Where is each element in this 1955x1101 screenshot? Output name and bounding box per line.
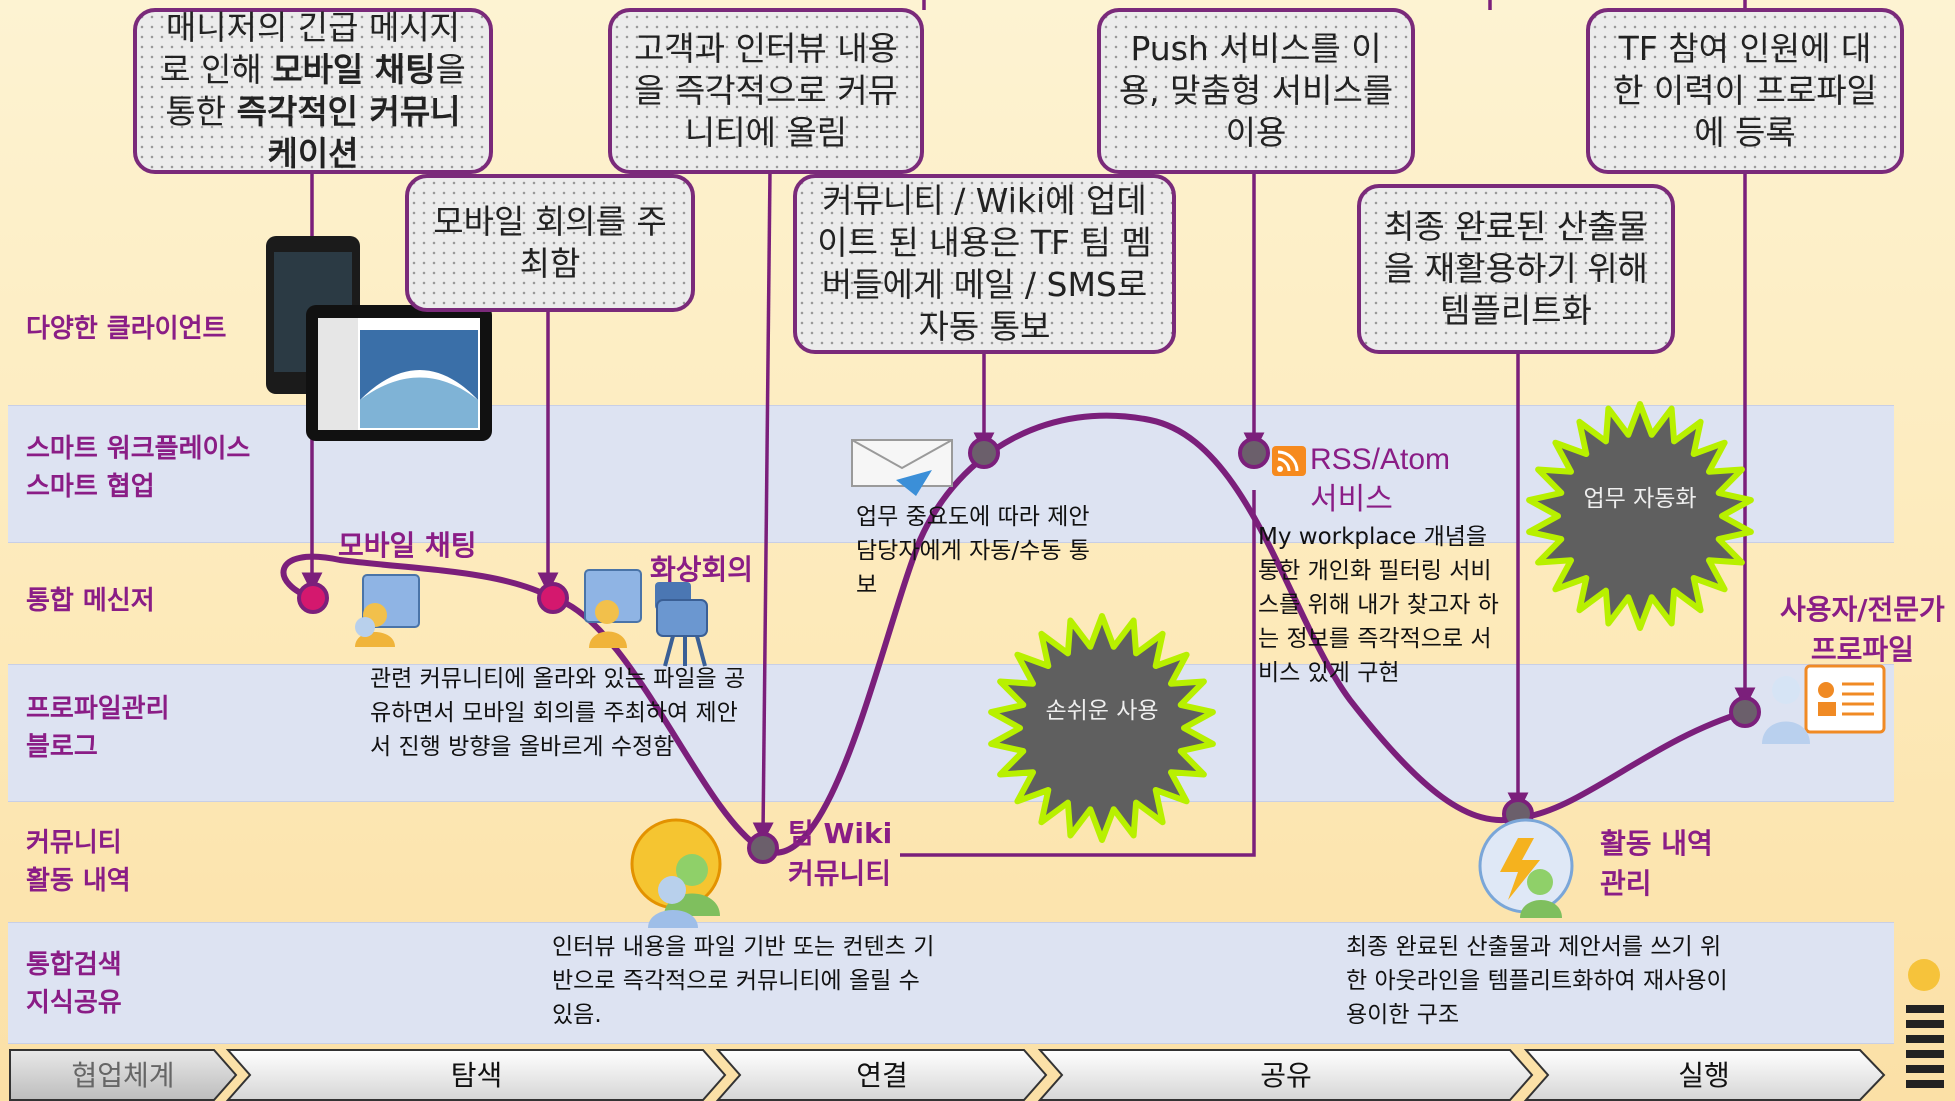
phase-bar <box>9 1049 1886 1101</box>
band-search <box>8 922 1894 1044</box>
node-profile <box>1729 696 1761 728</box>
band-profile <box>8 664 1894 802</box>
activity-icon <box>1478 818 1574 918</box>
callout-mobile-chat: 매니저의 긴급 메시지로 인해 모바일 채팅을 통한 즉각적인 커뮤니케이션 <box>133 8 493 174</box>
row-label-clients: 다양한 클라이언트 <box>26 314 227 344</box>
easy-use-star-text: 손쉬운 사용 <box>1045 698 1159 724</box>
community-icon <box>630 818 722 928</box>
phase-chevron-3 <box>1037 1049 1534 1101</box>
rss-icon <box>1272 446 1306 476</box>
mail-icon <box>851 439 953 496</box>
automation-star <box>1526 401 1754 631</box>
video-conference-icon <box>584 569 708 667</box>
note-my-workplace: My workplace 개념을 통한 개인화 필터링 서비스를 위해 내가 찾… <box>1258 524 1499 686</box>
messenger-users-icon <box>355 574 420 647</box>
phase-chevron-1 <box>225 1049 727 1101</box>
connector-3 <box>752 169 774 844</box>
phase-label-3: 공유 <box>1260 1059 1312 1092</box>
note-template-reuse: 최종 완료된 산출물과 제안서를 쓰기 위한 아웃라인을 템플리트화하여 재사용… <box>1346 934 1728 1028</box>
node-video-conf <box>537 582 569 614</box>
corner-logo-icon <box>1906 959 1944 1088</box>
phase-chevron-4 <box>1523 1049 1886 1101</box>
label-video-conf: 화상회의 <box>650 553 754 586</box>
phase-chevron-2 <box>715 1049 1048 1101</box>
callout-tf-profile: TF 참여 인원에 대한 이력이 프로파일에 등록 <box>1586 8 1904 174</box>
phase-label-1: 탐색 <box>450 1059 503 1092</box>
callout-template: 최종 완료된 산출물을 재활용하기 위해 템플리트화 <box>1357 184 1675 354</box>
node-mobile-chat <box>297 582 329 614</box>
callout-push-service: Push 서비스를 이용, 맞춤형 서비스를 이용 <box>1097 8 1415 174</box>
profile-card-icon <box>1762 664 1886 744</box>
node-rss <box>1238 437 1270 469</box>
mobile-devices-icon <box>266 236 492 441</box>
easy-use-star <box>988 613 1216 843</box>
connector-5b <box>900 490 1256 857</box>
note-mobile-meeting: 관련 커뮤니티에 올라와 있는 파일을 공유하면서 모바일 회의를 주최하여 제… <box>370 666 746 760</box>
callout-interview: 고객과 인터뷰 내용을 즉각적으로 커뮤니티에 올림 <box>608 8 924 174</box>
phase-label-0: 협업체계 <box>71 1059 175 1092</box>
row-label-messenger: 통합 메신저 <box>26 586 155 616</box>
note-interview-upload: 인터뷰 내용을 파일 기반 또는 컨텐츠 기반으로 즉각적으로 커뮤니티에 올릴… <box>552 934 935 1028</box>
phase-label-2: 연결 <box>856 1059 908 1092</box>
callout-wiki-notify: 커뮤니티 / Wiki에 업데이트 된 내용은 TF 팀 멤버들에게 메일 / … <box>793 174 1176 354</box>
label-mobile-chat: 모바일 채팅 <box>338 529 477 562</box>
automation-star-text: 업무 자동화 <box>1583 486 1697 512</box>
node-mail <box>968 437 1000 469</box>
flow-curve <box>280 412 1746 856</box>
note-mail-notify: 업무 중요도에 따라 제안 담당자에게 자동/수동 통보 <box>856 504 1090 598</box>
callout-mobile-meeting: 모바일 회의를 주최함 <box>405 174 695 312</box>
phase-label-4: 실행 <box>1678 1059 1730 1092</box>
node-wiki <box>747 832 779 864</box>
phase-chevron-0 <box>9 1049 238 1101</box>
